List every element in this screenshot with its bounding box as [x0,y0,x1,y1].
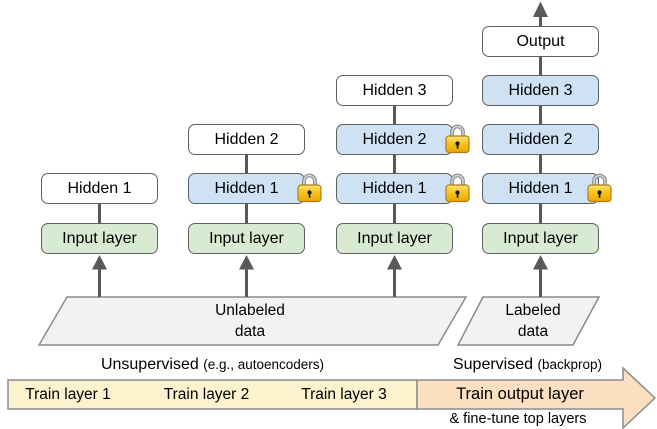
layer-box-stage2-hidden2: Hidden 2 [188,124,305,155]
data-to-input-arrows [98,266,542,297]
layer-label: Hidden 1 [362,179,427,197]
layer-label: Input layer [62,229,137,247]
labeled-data-line2: data [517,323,549,340]
layer-label: Input layer [209,229,284,247]
layer-box-stage3-hidden3: Hidden 3 [336,75,453,106]
phase-label-unsupervised: Unsupervised (e.g., autoencoders) [30,355,395,375]
layer-label: Hidden 3 [362,81,427,99]
banner-step-train-layer-3: Train layer 3 [301,386,387,403]
layer-box-stage3-hidden2: Hidden 2 [336,124,453,155]
lock-icon [297,173,322,203]
layer-box-stage4-hidden1: Hidden 1 [482,173,599,204]
layer-box-stage3-input: Input layer [336,223,453,254]
layer-label: Hidden 1 [508,179,573,197]
layer-label: Input layer [503,229,578,247]
lock-icon [445,124,470,154]
unlabeled-data-line2: data [234,323,266,340]
layer-box-stage4-hidden3: Hidden 3 [482,75,599,106]
banner-supervised-arrow [416,366,657,429]
phase-supervised-main: Supervised [452,356,534,373]
phase-unsupervised-main: Unsupervised [100,356,199,373]
lock-icon [587,173,612,203]
layer-label: Input layer [357,229,432,247]
up-arrowhead-icon [92,255,107,270]
layer-label: Hidden 2 [214,130,279,148]
layer-box-stage2-hidden1: Hidden 1 [188,173,305,204]
layer-label: Hidden 1 [67,179,132,197]
layer-box-stage3-hidden1: Hidden 1 [336,173,453,204]
layer-box-stage4-output: Output [482,26,599,57]
phase-label-supervised: Supervised (backprop) [400,355,655,375]
phase-supervised-paren: (backprop) [537,357,603,372]
data-to-input-arrowheads [92,255,548,270]
banner-footnote-fine-tune: & fine-tune top layers [449,411,587,427]
layer-box-stage4-hidden2: Hidden 2 [482,124,599,155]
labeled-data-line1: Labeled [505,302,561,319]
unlabeled-data-label: Unlabeled data [145,300,355,342]
up-arrowhead-icon [533,255,548,270]
layer-box-stage1-hidden1: Hidden 1 [41,173,158,204]
layer-label: Output [516,32,565,50]
banner-step-train-output-layer: Train output layer [456,385,584,403]
phase-unsupervised-paren: (e.g., autoencoders) [203,357,325,372]
labeled-data-label: Labeled data [468,300,598,342]
up-arrowhead-icon [387,255,402,270]
banner-step-train-layer-1: Train layer 1 [25,386,111,403]
labeled-data-shape [456,296,601,346]
layer-box-stage4-input: Input layer [482,223,599,254]
output-arrowhead-icon [533,1,548,17]
layer-box-stage1-input: Input layer [41,223,158,254]
lock-icon [445,173,470,203]
layer-box-stage2-input: Input layer [188,223,305,254]
up-arrowhead-icon [239,255,254,270]
layer-label: Hidden 2 [362,130,427,148]
banner-step-train-layer-2: Train layer 2 [163,386,250,403]
layer-label: Hidden 3 [508,81,573,99]
layer-label: Hidden 2 [508,130,573,148]
layer-label: Hidden 1 [214,179,279,197]
unlabeled-data-line1: Unlabeled [215,302,285,319]
unlabeled-data-shape [37,296,468,346]
